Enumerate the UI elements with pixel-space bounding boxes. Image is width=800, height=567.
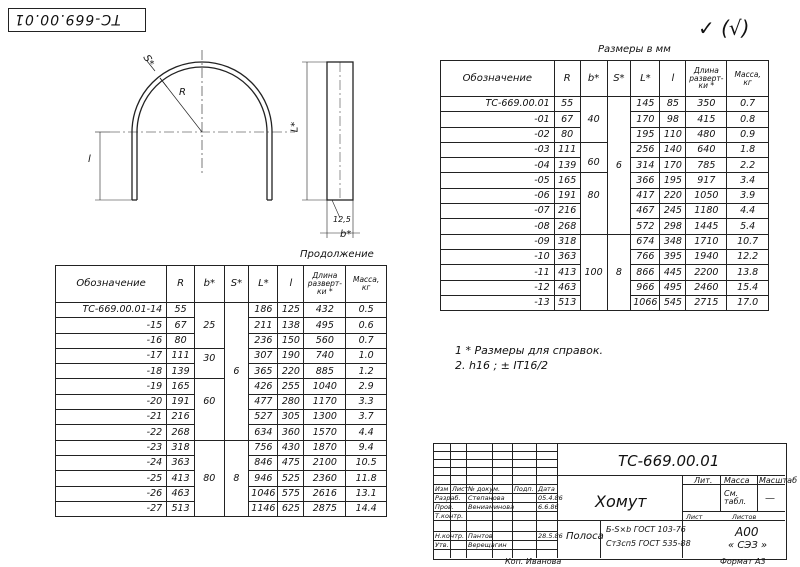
roughness-symbol: ✓ (√) bbox=[698, 16, 750, 40]
label-r: R bbox=[179, 87, 186, 98]
th-b: b* bbox=[579, 60, 608, 97]
rotated-stamp-text: TC-669.00.01 bbox=[14, 11, 121, 27]
th-s: S* bbox=[223, 265, 250, 303]
label-l-big: L* bbox=[289, 121, 301, 133]
note-1: 1 * Размеры для справок. bbox=[455, 344, 604, 357]
table-row: ТС-669.00.01 55 145 85 350 0.7 bbox=[440, 95, 769, 113]
rotated-stamp bbox=[8, 8, 146, 32]
table-row: -21 216 527 305 1300 3.7 bbox=[54, 409, 387, 426]
th-length: Длина разверт-ки * bbox=[303, 265, 347, 303]
label-12-5: 12,5 bbox=[333, 215, 351, 224]
table-row: -02 80 195 110 480 0.9 bbox=[440, 126, 769, 143]
drawing-code: ТС-669.00.01 bbox=[618, 452, 720, 470]
clamp-drawing bbox=[95, 50, 360, 238]
th-mass: Масса, кг bbox=[345, 265, 387, 303]
table-row: -05 165 366 195 917 3.4 bbox=[440, 172, 769, 189]
material-line-2: Ст3сп5 ГОСТ 535-88 bbox=[606, 539, 691, 548]
material-line-1: Б-S×b ГОСТ 103-76 bbox=[606, 525, 686, 534]
table-row: -09 318 674 348 1710 10.7 bbox=[440, 233, 769, 250]
th-r: R bbox=[166, 265, 195, 303]
table-row: -20 191 60 477 280 1170 3.3 bbox=[54, 393, 387, 411]
th-b: b* bbox=[194, 265, 225, 303]
sizes-note: Размеры в мм bbox=[598, 44, 671, 55]
label-l-small: l bbox=[88, 154, 91, 165]
table-row: -03 111 256 140 640 1.8 bbox=[440, 141, 769, 159]
title-block bbox=[433, 443, 787, 560]
table-row: -24 363 846 475 2100 10.5 bbox=[54, 454, 387, 472]
table-row: -16 80 236 150 560 0.7 bbox=[54, 332, 387, 349]
copied-by: Коп. Иванова bbox=[505, 557, 562, 566]
table-row: -23 318 756 430 1870 9.4 bbox=[54, 439, 387, 456]
part-name: Хомут bbox=[595, 492, 647, 511]
table-row: -06 191 80 417 220 1050 3.9 bbox=[440, 187, 769, 205]
th-designation: Обозначение bbox=[440, 60, 555, 97]
table-row: -07 216 467 245 1180 4.4 bbox=[440, 203, 769, 220]
table-row: -01 67 40 170 98 415 0.8 bbox=[440, 111, 769, 128]
table-row: -08 268 572 298 1445 5.4 bbox=[440, 218, 769, 235]
table-right: Обозначение R b* S* L* l Длина разверт-к… bbox=[440, 60, 769, 312]
th-designation: Обозначение bbox=[54, 265, 168, 303]
th-l: l bbox=[659, 60, 687, 97]
th-length: Длина разверт-ки * bbox=[685, 60, 728, 97]
table-row: ТС-669.00.01-14 55 186 125 432 0.5 bbox=[54, 301, 387, 319]
th-l: l bbox=[277, 265, 305, 303]
table-row: -04 139 60 6 314 170 785 2.2 bbox=[440, 157, 769, 174]
continuation-label: Продолжение bbox=[300, 249, 374, 260]
table-row: -25 413 80 8 946 525 2360 11.8 bbox=[54, 470, 387, 487]
table-row: -15 67 25 211 138 495 0.6 bbox=[54, 317, 387, 334]
table-row: -12 463 966 495 2460 15.4 bbox=[440, 279, 769, 296]
table-row: -13 513 1066 545 2715 17.0 bbox=[440, 294, 769, 312]
table-row: -17 111 30 307 190 740 1.0 bbox=[54, 347, 387, 365]
org-line-2: « СЭЗ » bbox=[728, 540, 768, 551]
th-L: L* bbox=[630, 60, 661, 97]
table-row: -22 268 634 360 1570 4.4 bbox=[54, 424, 387, 441]
table-row: -19 165 426 255 1040 2.9 bbox=[54, 378, 387, 395]
format-label: Формат А3 bbox=[720, 557, 766, 566]
label-b: b* bbox=[340, 229, 352, 240]
table-left: Обозначение R b* S* L* l Длина разверт-к… bbox=[54, 265, 387, 518]
table-row: -27 513 1146 625 2875 14.4 bbox=[54, 500, 387, 518]
note-2: 2. h16 ; ± IT16/2 bbox=[455, 359, 549, 372]
th-s: S* bbox=[606, 60, 632, 97]
th-r: R bbox=[553, 60, 581, 97]
org-line-1: А00 bbox=[735, 525, 759, 539]
table-row: -10 363 766 395 1940 12.2 bbox=[440, 248, 769, 266]
table-row: -26 463 1046 575 2616 13.1 bbox=[54, 485, 387, 502]
th-mass: Масса, кг bbox=[726, 60, 769, 97]
material-label: Полоса bbox=[566, 531, 604, 542]
th-L: L* bbox=[248, 265, 279, 303]
table-row: -18 139 6 365 220 885 1.2 bbox=[54, 363, 387, 380]
table-row: -11 413 100 8 866 445 2200 13.8 bbox=[440, 264, 769, 281]
